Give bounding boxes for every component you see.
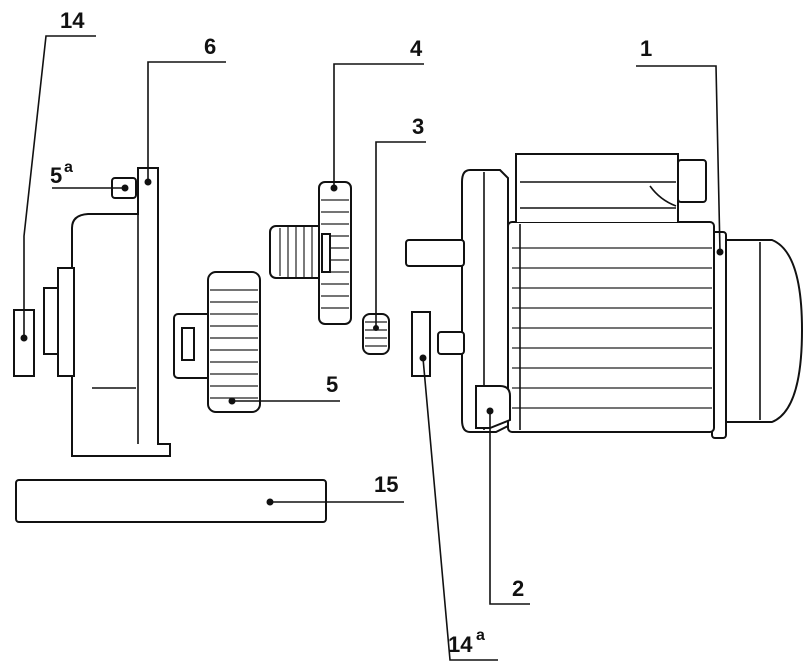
label-14a-superscript: a — [476, 627, 485, 644]
part-1-motor — [405, 153, 804, 439]
label-5a-superscript: a — [64, 159, 73, 176]
label-15: 15 — [374, 472, 398, 497]
label-6: 6 — [204, 34, 216, 59]
part-3-pinion — [362, 313, 390, 355]
part-14a-seal — [411, 311, 431, 377]
label-5: 5 — [326, 372, 338, 397]
label-14: 14 — [60, 8, 85, 33]
part-15-base-plate — [15, 479, 327, 523]
label-2: 2 — [512, 576, 524, 601]
label-3: 3 — [412, 114, 424, 139]
part-labels: 14 6 4 3 1 5 a 5 15 2 14 a — [50, 8, 652, 657]
part-5-output-gear — [173, 271, 261, 413]
label-1: 1 — [640, 36, 652, 61]
label-4: 4 — [410, 36, 423, 61]
part-6-gearbox-housing — [43, 167, 171, 457]
label-5a: 5 — [50, 163, 62, 188]
part-4-compound-gear — [269, 181, 352, 325]
leader-lines — [23, 35, 721, 661]
label-14a: 14 — [448, 632, 473, 657]
